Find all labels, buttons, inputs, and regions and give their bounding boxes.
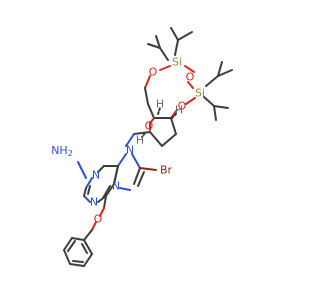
atom-o-si-top-left: O <box>149 66 158 79</box>
atom-o-ring: O <box>145 120 154 133</box>
benzyl-group <box>63 221 97 267</box>
atom-h-mid: H <box>175 104 183 117</box>
atom-h-bottom: H <box>136 134 144 147</box>
atom-n1: N <box>90 196 98 209</box>
atom-nh2: NH2 <box>51 144 73 158</box>
disiloxane-ring <box>144 27 233 121</box>
atom-n3: N <box>92 169 100 182</box>
atom-si1: Si <box>172 56 182 69</box>
atom-o-benzyl: O <box>94 213 103 226</box>
atom-si2: Si <box>195 87 205 100</box>
molecule-structure: Si Si O O O O N N N N NH2 Br O H H H <box>51 27 233 267</box>
atom-br: Br <box>160 164 173 177</box>
sugar-ring <box>125 103 177 147</box>
atom-n7: N <box>112 180 120 193</box>
atom-h-top: H <box>156 98 164 111</box>
atom-o-si-middle: O <box>186 71 195 84</box>
atom-o-si-right: O <box>178 100 187 113</box>
purine-ring <box>77 153 157 217</box>
atom-n9: N <box>126 144 134 157</box>
